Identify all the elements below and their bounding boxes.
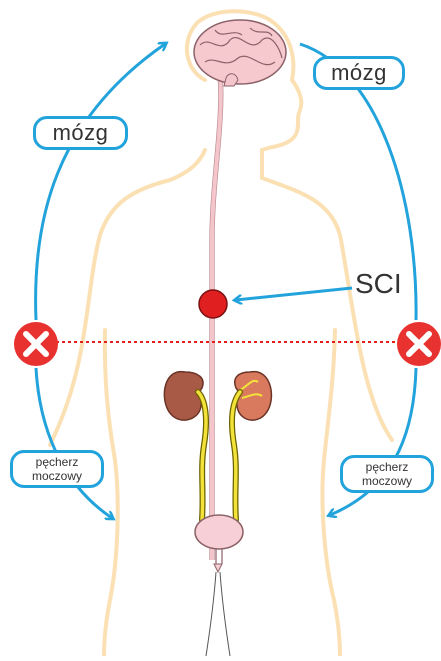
bladder-icon — [195, 515, 243, 656]
bladder-label-right-line1: pęcherz — [366, 460, 409, 474]
bladder-label-right: pęcherz moczowy — [340, 455, 434, 493]
bladder-label-left: pęcherz moczowy — [10, 450, 104, 488]
injury-dot-icon — [199, 290, 227, 318]
arrow-left-to-brain — [36, 44, 165, 320]
brain-label-left: mózg — [33, 116, 128, 150]
brain-label-right: mózg — [313, 56, 405, 90]
arrow-left-to-bladder — [36, 368, 112, 518]
bladder-label-right-line2: moczowy — [362, 474, 412, 488]
x-circle-icon — [14, 322, 58, 366]
bladder-label-left-line2: moczowy — [32, 469, 82, 483]
brain-icon — [194, 20, 286, 86]
sci-label: SCI — [355, 268, 402, 300]
arrow-sci — [236, 288, 352, 300]
x-circle-icon — [397, 322, 441, 366]
bladder-label-left-line1: pęcherz — [36, 455, 79, 469]
kidney-left-icon — [164, 372, 203, 421]
